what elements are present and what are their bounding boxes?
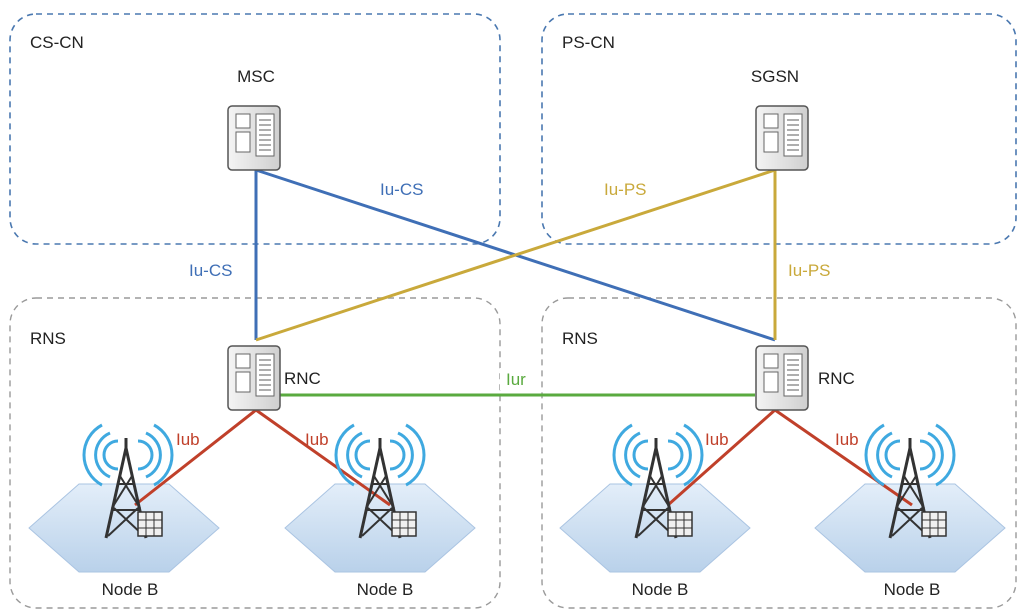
ps-cn-label: PS-CN [562,33,615,52]
iub-label: Iub [835,430,859,449]
iub-link [255,408,391,507]
iub-label: Iub [705,430,729,449]
cs-cn-label: CS-CN [30,33,84,52]
rnc-label-left: RNC [284,369,321,388]
node-b-label: Node B [884,580,941,599]
server-icon [755,345,809,411]
node-b-label: Node B [102,580,159,599]
iub-link [774,408,913,507]
rns-region-left: RNS [9,297,501,609]
iu-ps-label-diagonal: Iu-PS [604,180,647,199]
msc-node: MSC [227,67,281,171]
node-b-label: Node B [357,580,414,599]
rnc-label-right: RNC [818,369,855,388]
rnc-node-left: RNC [227,345,321,411]
iub-link [134,408,257,507]
iub-label: Iub [176,430,200,449]
ps-cn-region: PS-CN [541,13,1017,245]
iu-cs-label-diagonal: Iu-CS [380,180,423,199]
rns-region-right: RNS [541,297,1017,609]
rns-label-right: RNS [562,329,598,348]
rnc-node-right: RNC [755,345,855,411]
iur-label: Iur [506,370,526,389]
iu-ps-link-diagonal [255,168,776,342]
server-icon [755,105,809,171]
sgsn-label: SGSN [751,67,799,86]
iub-link [667,408,776,507]
server-icon [227,345,281,411]
iu-cs-label-vertical: Iu-CS [189,261,232,280]
rns-label-left: RNS [30,329,66,348]
sgsn-node: SGSN [751,67,809,171]
server-icon [227,105,281,171]
node-b-label: Node B [632,580,689,599]
iub-label: Iub [305,430,329,449]
iu-ps-label-vertical: Iu-PS [788,261,831,280]
msc-label: MSC [237,67,275,86]
